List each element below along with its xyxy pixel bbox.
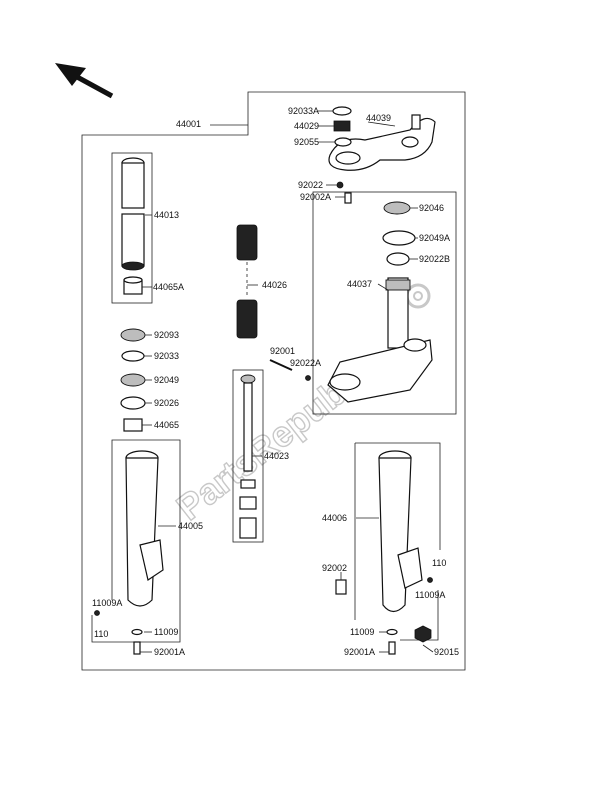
bolt-92002a [344,192,352,204]
label-92001a-right: 92001A [344,647,375,657]
label-44005: 44005 [178,521,203,531]
label-110-right: 110 [432,558,446,568]
label-44006: 44006 [322,513,347,523]
label-92022a: 92022A [290,358,321,368]
label-11009a-left: 11009A [92,598,122,608]
label-44065: 44065 [154,420,179,430]
oring-92033a [332,106,352,116]
label-92026: 92026 [154,398,179,408]
fork-tube-frame [111,152,153,304]
label-44029: 44029 [294,121,319,131]
label-92049a: 92049A [419,233,450,243]
label-92055: 92055 [294,137,319,147]
label-92049: 92049 [154,375,179,385]
damper-rod-frame [232,369,264,543]
label-92046: 92046 [419,203,444,213]
label-92001: 92001 [270,346,295,356]
dust-seal-92093 [120,328,146,342]
label-44026: 44026 [262,280,287,290]
left-lower-frame [91,439,181,643]
washer-92026 [120,396,146,410]
label-11009-right: 11009 [350,627,374,637]
right-outer-tube-part [335,450,433,655]
leader-lines [140,110,434,653]
label-11009a-right: 11009A [415,590,445,600]
bushing-44065 [123,418,143,432]
washer-92055 [334,137,352,147]
label-44023: 44023 [264,451,289,461]
nut-92022 [336,181,344,189]
label-92022b: 92022B [419,254,450,264]
label-92002a: 92002A [300,192,331,202]
spring-44026 [236,224,258,339]
seal-92046 [383,201,411,215]
label-92001a-left: 92001A [154,647,185,657]
cap-44029 [333,120,351,132]
fork-tube-part [121,157,145,271]
label-44013: 44013 [154,210,179,220]
label-92033: 92033 [154,351,179,361]
seal-92049a [382,230,416,246]
label-92033a: 92033A [288,106,319,116]
right-lower-frame [354,442,441,641]
upper-stem-frame [312,191,457,415]
label-44039: 44039 [366,113,391,123]
direction-arrow-icon [55,63,114,99]
label-11009-left: 11009 [154,627,178,637]
top-bracket-part [328,114,436,171]
left-outer-tube-part [94,450,164,655]
label-44065a: 44065A [153,282,184,292]
part-labels: 44001 44039 92033A 44029 92055 92022 920… [92,106,459,657]
label-110-left: 110 [94,629,108,639]
label-44037: 44037 [347,279,372,289]
damper-rod-part [239,359,293,539]
oil-seal-92049 [120,373,146,387]
clip-92033 [121,350,145,362]
label-92022: 92022 [298,180,323,190]
label-92015: 92015 [434,647,459,657]
label-92093: 92093 [154,330,179,340]
bearing-92022b [386,252,410,266]
assembly-frame [81,91,466,671]
steering-stem-part [305,277,433,403]
label-44001: 44001 [176,119,201,129]
label-92002: 92002 [322,563,347,573]
bushing-44065a [123,276,143,295]
